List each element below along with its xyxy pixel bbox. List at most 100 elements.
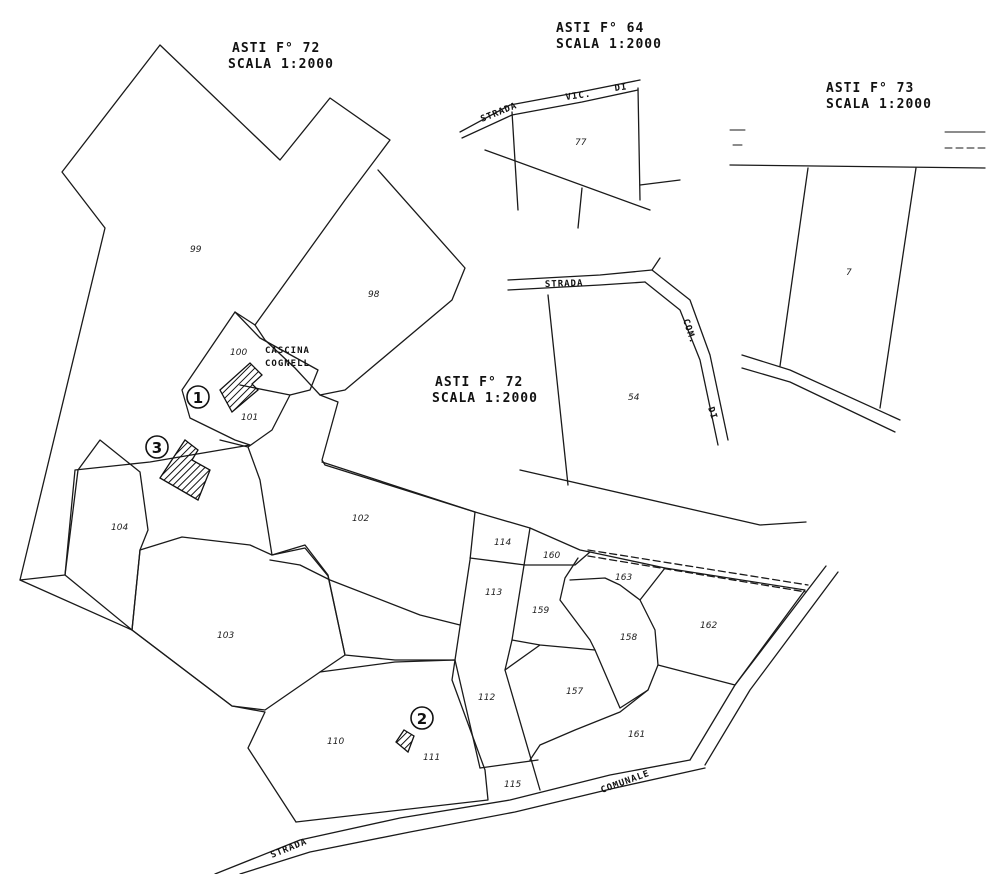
parcel-114-113-divider [469,557,526,566]
header-f64: ASTI F° 64 SCALA 1:2000 [556,21,662,52]
parcel-162-boundary [657,567,806,686]
marker-1: 1 [186,385,210,409]
header-f72-mid: ASTI F° 72 SCALA 1:2000 [432,375,538,406]
parcel-102-east-boundary [321,461,476,513]
building-3 [159,439,211,501]
road-f73-edge-1 [741,354,901,421]
parcel-101-boundary [219,394,291,448]
road-vicinale-edge-2 [461,89,639,139]
parcel-labels: 99 98 100 101 102 103 104 110 111 112 11… [111,138,852,790]
parcel-boundaries-f72 [19,44,839,874]
parcel-101-label: 101 [241,413,258,423]
road-label-di-top: DI [614,82,628,94]
parcel-163-boundary [569,551,666,601]
sheet-f72-mid-fragment [507,257,807,526]
sheet-f64-fragment [459,79,681,229]
parcel-77-left [511,111,519,211]
parcel-54-south [519,469,807,526]
header-f72-top-line1: ASTI F° 72 [232,41,320,56]
parcel-112-label: 112 [478,693,495,703]
parcel-113-label: 113 [485,588,502,598]
road-label-strada-mid: STRADA [545,279,584,290]
road-mid-edge-2 [507,281,646,291]
parcel-112-boundary [474,511,541,791]
parcel-161-boundary [529,689,649,761]
parcel-103-boundary [131,536,346,711]
buildings [159,362,415,754]
header-f72-top: ASTI F° 72 SCALA 1:2000 [228,41,334,72]
place-cognell: COGNELL [265,359,310,369]
parcel-111-boundary [454,659,481,769]
parcel-7-west [779,167,809,367]
building-2 [395,729,415,754]
f73-top-line [729,164,986,169]
header-f73-line1: ASTI F° 73 [826,81,914,96]
parcel-104-label: 104 [111,523,128,533]
parcel-99-label: 99 [190,245,202,255]
road-label-comunale: COMUNALE [600,769,652,796]
header-f73: ASTI F° 73 SCALA 1:2000 [826,81,932,112]
parcel-115-boundary [479,759,539,769]
road-mid-edge-1 [507,257,661,281]
parcel-7-east [879,167,917,409]
road-east-edge-1 [689,565,827,761]
parcel-54-west [547,294,569,486]
road-east-edge-2 [704,571,839,766]
parcel-7-label: 7 [846,268,852,278]
building-cascina [219,362,263,414]
header-f73-line2: SCALA 1:2000 [826,97,932,112]
parcel-100-boundary [234,311,319,396]
parcel-115-label: 115 [504,780,521,790]
road-vicinale-edge-1 [459,79,641,133]
parcel-163-label: 163 [615,573,632,583]
marker-2: 2 [410,706,434,730]
parcel-77-west [484,149,651,211]
header-f72-mid-line2: SCALA 1:2000 [432,391,538,406]
road-com-edge-1 [651,269,729,441]
parcel-102-label: 102 [352,514,369,524]
road-label-com: COM. [680,318,697,346]
parcel-104-boundary [64,439,149,631]
parcel-159-boundary [511,557,596,651]
parcel-111-label: 111 [423,753,440,763]
parcel-110-label: 110 [327,737,344,747]
parcel-114-label: 114 [494,538,511,548]
parcel-98-label: 98 [368,290,380,300]
parcel-160-label: 160 [543,551,560,561]
place-cascina: CASCINA [265,346,310,356]
parcel-158-boundary [594,599,659,709]
parcel-98-boundary [254,169,466,396]
header-f64-line1: ASTI F° 64 [556,21,644,36]
sheet-f73-fragment [729,129,986,433]
parcel-162-label: 162 [700,621,717,631]
parcel-54-label: 54 [628,393,640,403]
parcel-99-lower-edge [19,579,297,823]
parcel-100-label: 100 [230,348,247,358]
ditch-dashed-1 [587,549,809,586]
parcel-77-mid [577,187,583,229]
marker-2-label: 2 [417,710,427,728]
road-comunale-edge-1 [214,759,691,874]
marker-3-label: 3 [152,439,162,457]
road-label-di-mid: DI [705,406,718,421]
parcel-157-label: 157 [566,687,583,697]
parcel-102-inner [269,559,461,626]
road-comunale-edge-2 [239,767,706,874]
parcel-77-right [637,87,641,201]
header-f64-line2: SCALA 1:2000 [556,37,662,52]
header-f72-top-line2: SCALA 1:2000 [228,57,334,72]
parcel-161-label: 161 [628,730,645,740]
parcel-110-boundary [295,659,489,823]
road-f73-edge-2 [741,367,896,433]
parcel-157-161-curve [504,644,541,671]
parcel-77-label: 77 [575,138,587,148]
road-com-edge-2 [644,281,719,446]
parcel-99-boundary [19,44,391,581]
parcel-158-label: 158 [620,633,637,643]
road-label-vic: VIC. [565,89,592,102]
road-label-strada-bottom: STRADA [269,837,308,861]
marker-3: 3 [145,435,169,459]
marker-1-label: 1 [193,389,203,407]
parcel-159-label: 159 [532,606,549,616]
